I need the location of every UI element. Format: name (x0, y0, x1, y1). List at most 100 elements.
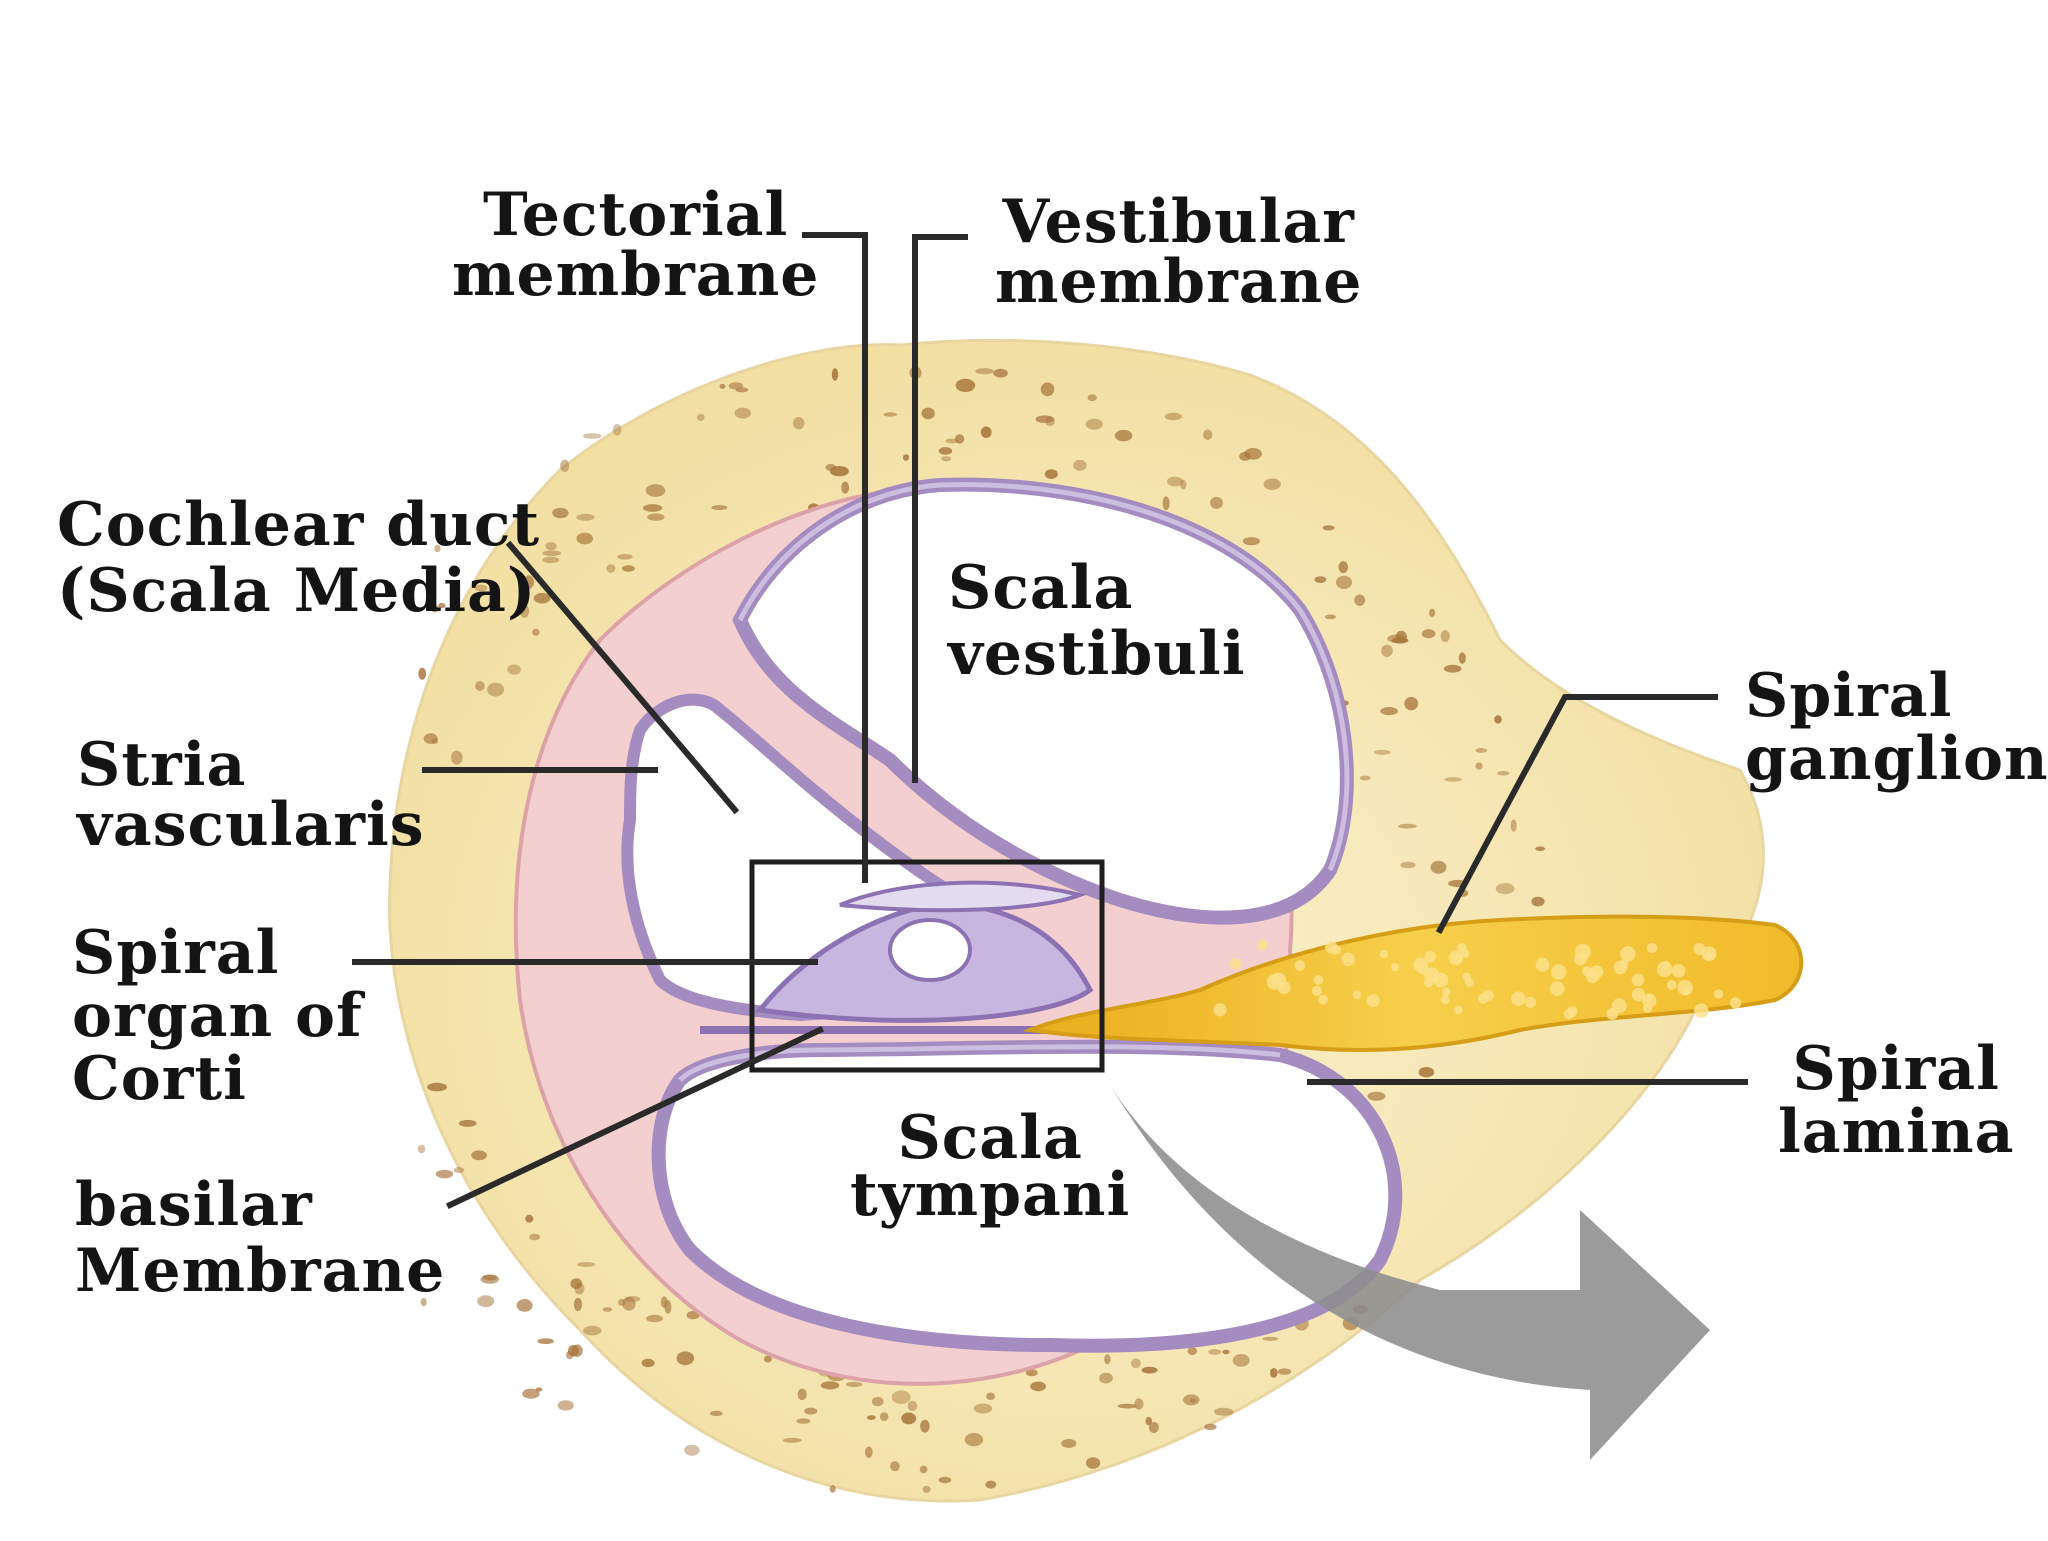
bone-pore (1040, 382, 1055, 397)
label-line: Spiral (1745, 661, 1953, 731)
bone-pore (519, 604, 530, 618)
nerve-cell-dot (1318, 994, 1328, 1005)
bone-pore (676, 1351, 695, 1366)
bone-pore (797, 1388, 807, 1401)
bone-pore (482, 1274, 498, 1281)
bone-pore (1440, 630, 1450, 643)
bone-pore (617, 554, 633, 560)
bone-pore (1418, 1067, 1435, 1078)
label-cochlear-duct: Cochlear duct (Scala Media) (57, 492, 540, 624)
bone-pore (545, 542, 557, 551)
bone-pore (1494, 715, 1502, 724)
label-scala-vestibuli: Scala vestibuli (948, 555, 1246, 687)
organ-of-corti-highlight-box (749, 859, 1105, 1073)
bone-pore (941, 456, 952, 462)
label-scala-tympani: Scala tympani (850, 1108, 1130, 1225)
label-line: membrane (452, 240, 820, 310)
bone-pore (622, 1296, 636, 1311)
nerve-cell-dot (1713, 989, 1724, 999)
bone-pore (1400, 861, 1416, 869)
bone-pore (1443, 664, 1462, 673)
bone-pore (993, 368, 1008, 378)
bone-pore (487, 682, 505, 697)
direction-arrow (1110, 1085, 1710, 1460)
nerve-cell-dot (1580, 951, 1589, 960)
bone-pore (1381, 644, 1393, 657)
bone-pore (1213, 1407, 1234, 1416)
bone-pore (1314, 576, 1327, 583)
bone-pore (919, 1465, 928, 1474)
bone-pore (985, 1480, 997, 1489)
bone-pore (529, 1233, 541, 1241)
bone-pore (645, 484, 666, 497)
bone-pore (458, 1119, 477, 1127)
leader-spiral-ganglion (1435, 694, 1718, 935)
bone-pore (1324, 614, 1336, 620)
bone-pore (1134, 1398, 1144, 1410)
bone-pore (434, 544, 441, 553)
label-line: Scala (948, 553, 1134, 623)
label-line: Cochlear duct (57, 490, 541, 560)
bone-pore (1429, 608, 1436, 617)
bone-pore (1262, 1336, 1279, 1341)
bone-pore (1030, 1381, 1046, 1392)
nerve-cell-dot (1482, 989, 1494, 1002)
bone-pore (973, 1403, 993, 1414)
bone-pore (831, 368, 839, 381)
nerve-cell-dot (1511, 991, 1526, 1006)
nerve-cell-dot (1643, 994, 1652, 1003)
bone-pore (1203, 429, 1213, 440)
bone-pore (435, 1169, 454, 1179)
bone-pore (1061, 1438, 1077, 1448)
nerve-cell-dot (1694, 1003, 1709, 1018)
bone-pore (1148, 1422, 1159, 1433)
bone-pore (1187, 1347, 1198, 1356)
bone-pore (841, 481, 850, 494)
leader-cochlear-duct (505, 540, 740, 815)
bone-pore (1222, 1349, 1230, 1355)
nerve-cell-dot (1442, 987, 1451, 997)
label-stria-vascularis: Stria vascularis (77, 735, 425, 855)
nerve-cell-dot (1666, 980, 1677, 990)
bone-pore (1025, 1369, 1038, 1377)
label-line: vascularis (77, 790, 425, 860)
bone-pore (964, 1432, 984, 1447)
bone-pore (1087, 394, 1097, 402)
bone-pore (1232, 1354, 1250, 1367)
nerve-cell-dot (1433, 972, 1449, 988)
label-tectorial-membrane: Tectorial membrane (452, 185, 819, 305)
bone-pore (804, 1407, 818, 1415)
bone-pore (642, 504, 663, 512)
bone-pore (883, 412, 898, 417)
bone-pore (507, 664, 521, 675)
bone-pore (583, 1325, 602, 1336)
bone-pore (1421, 629, 1436, 639)
nerve-cell-dot (1464, 978, 1474, 987)
label-line: Corti (72, 1044, 247, 1114)
bone-pore (1444, 777, 1462, 782)
label-line: membrane (995, 247, 1363, 317)
bone-pore (920, 1419, 930, 1433)
bone-pore (880, 1412, 889, 1421)
bone-pore (1458, 652, 1466, 664)
nerve-cell-dot (1589, 965, 1604, 979)
label-line: Spiral (72, 918, 280, 988)
bone-pore (602, 1307, 612, 1312)
bone-pore (1035, 415, 1054, 424)
bone-pore (573, 1297, 583, 1311)
bone-pore (646, 1314, 663, 1323)
bone-pore (1322, 525, 1335, 531)
label-line: basilar (75, 1170, 313, 1240)
bone-pore (891, 1390, 911, 1404)
bone-pore (438, 602, 446, 609)
nerve-cell-dot (1424, 950, 1436, 963)
leader-tectorial (802, 232, 868, 883)
bone-pore (902, 454, 910, 461)
label-line: Tectorial (483, 180, 789, 250)
bone-pore (1180, 479, 1187, 490)
nerve-cell-dot (1729, 997, 1742, 1009)
nerve-cell-dot (1229, 958, 1242, 970)
bone-pore (552, 507, 569, 519)
bone-pore (1204, 1423, 1217, 1431)
